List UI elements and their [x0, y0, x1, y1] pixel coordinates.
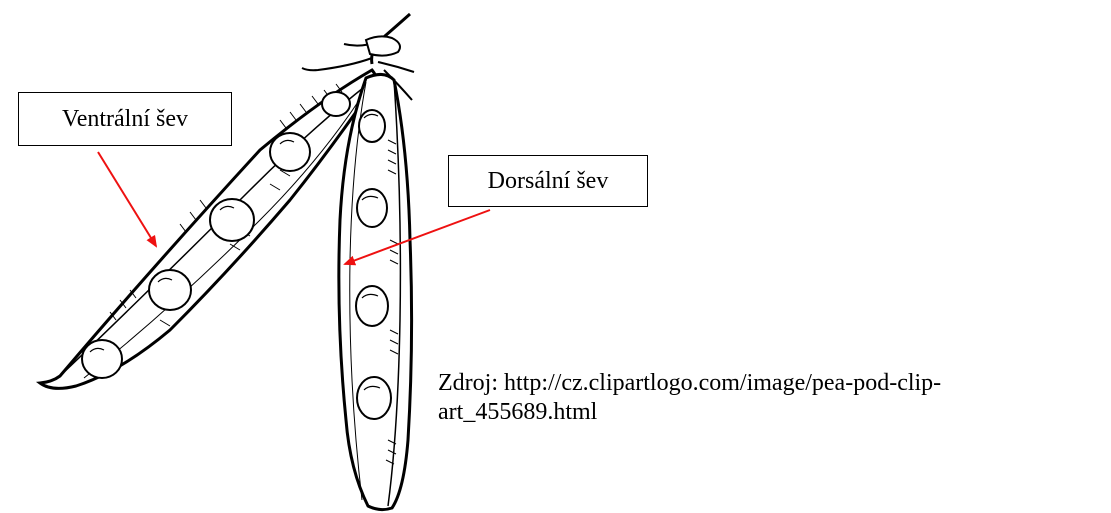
ventral-suture-label-text: Ventrální šev — [62, 106, 188, 133]
right-pea-pod — [339, 74, 412, 509]
left-pod-seed — [210, 199, 254, 241]
ventral-suture-label: Ventrální šev — [18, 92, 232, 146]
source-citation-line-1: Zdroj: http://cz.clipartlogo.com/image/p… — [438, 369, 1078, 398]
left-pod-seed — [322, 92, 350, 116]
right-pod-seed — [357, 189, 387, 227]
source-citation: Zdroj: http://cz.clipartlogo.com/image/p… — [438, 369, 1078, 427]
left-pod-seed — [149, 270, 191, 310]
ventral-suture-arrow — [98, 152, 156, 246]
right-pod-seed — [356, 286, 388, 326]
source-citation-line-2: art_455689.html — [438, 398, 1078, 427]
dorsal-suture-label-text: Dorsální šev — [488, 168, 609, 195]
dorsal-suture-label: Dorsální šev — [448, 155, 648, 207]
left-pod-seed — [82, 340, 122, 378]
right-pod-seed — [357, 377, 391, 419]
left-pod-seed — [270, 133, 310, 171]
